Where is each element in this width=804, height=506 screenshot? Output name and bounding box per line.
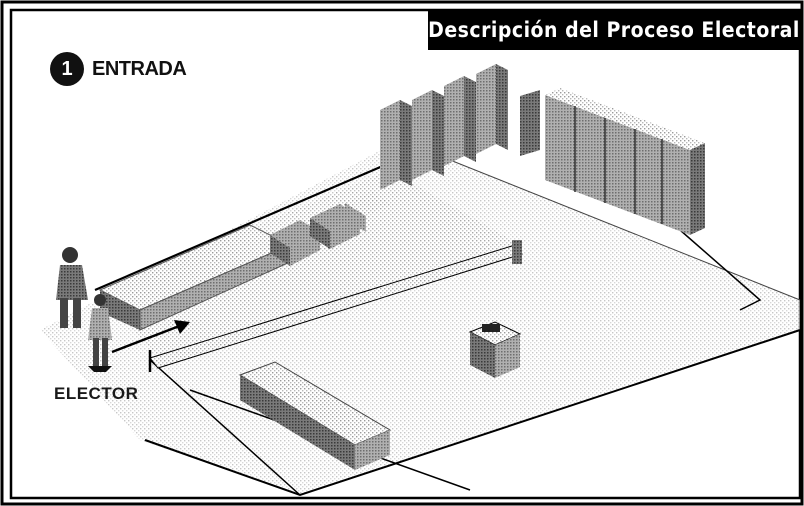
cabinets-right	[545, 88, 705, 235]
step-label: ENTRADA	[92, 57, 187, 80]
bench	[238, 361, 392, 470]
registration-block-front	[100, 290, 140, 330]
corridor	[100, 170, 520, 360]
elector-figure-icon	[88, 294, 112, 372]
step-indicator: 1 ENTRADA	[50, 52, 187, 86]
page-title: Descripción del Proceso Electoral	[428, 10, 800, 50]
official-figure-icon	[56, 247, 88, 328]
path-arrow	[111, 323, 183, 354]
ballot-box-icon	[468, 321, 522, 378]
voting-booths	[380, 64, 540, 190]
elector-label: ELECTOR	[54, 384, 139, 403]
floor-line-right	[679, 229, 762, 311]
tables-row	[270, 192, 392, 266]
inner-border	[9, 8, 802, 500]
floor	[40, 140, 800, 495]
step-number-badge: 1	[50, 52, 84, 86]
